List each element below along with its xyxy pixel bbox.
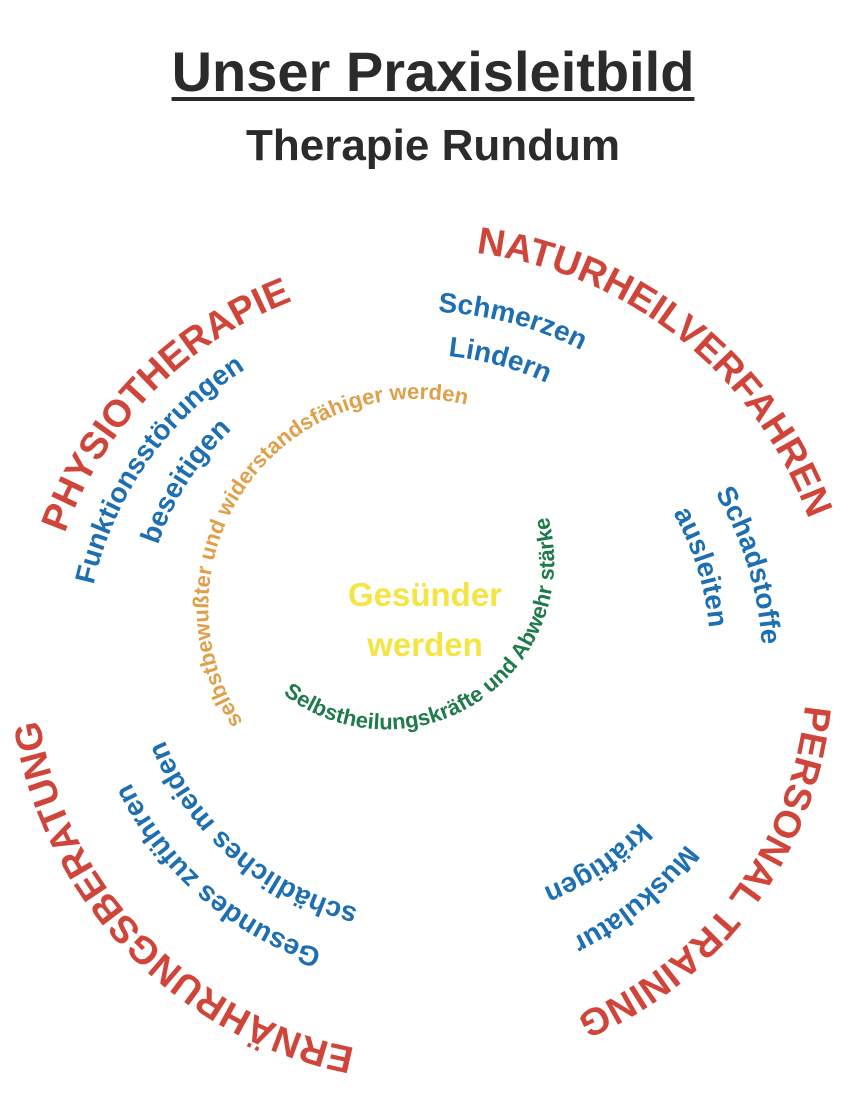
center-line-2: werden xyxy=(366,626,483,663)
inner-green-ring: Selbstheilungskräfte und Abwehr stärken xyxy=(0,0,559,734)
center-line-1: Gesünder xyxy=(348,576,502,613)
page-subtitle: Therapie Rundum xyxy=(245,121,621,170)
goal-schadliches-meiden: schädliches meiden xyxy=(141,738,359,933)
goal-lindern: Lindern xyxy=(447,331,556,388)
page-title: Unser Praxisleitbild xyxy=(171,40,695,103)
